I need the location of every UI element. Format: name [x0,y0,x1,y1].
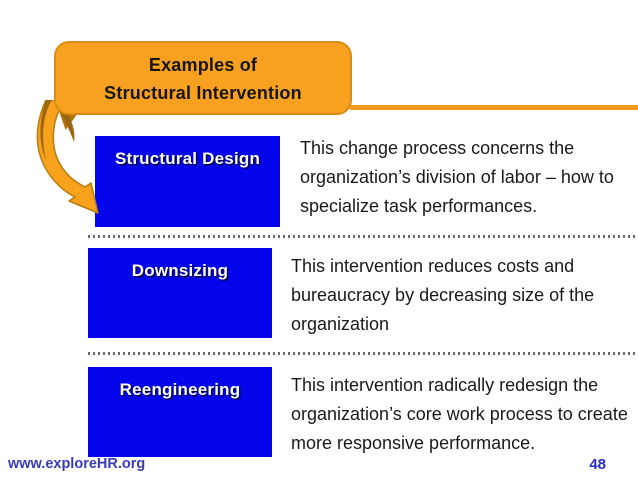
title-accent-line [349,105,638,110]
section-description: This change process concerns the organiz… [300,138,614,216]
slide-title-line2: Structural Intervention [104,83,302,103]
section-label: Reengineering [119,380,241,399]
section-label: Downsizing [131,261,229,280]
title-callout: Examples of Structural Intervention [54,41,352,115]
section-box-reengineering: Reengineering [88,367,272,457]
section-box-downsizing: Downsizing [88,248,272,338]
curved-arrow-icon [30,99,105,220]
section-description: This intervention reduces costs and bure… [291,256,595,334]
section-label: Structural Design [114,149,261,168]
page-number: 48 [589,456,606,473]
section-description: This intervention radically redesign the… [291,375,628,453]
section-box-structural-design: Structural Design [95,136,280,227]
slide-title-line1: Examples of [148,55,258,75]
website-link[interactable]: www.exploreHR.org [8,456,146,472]
dotted-separator [88,352,638,355]
dotted-separator [88,235,638,238]
